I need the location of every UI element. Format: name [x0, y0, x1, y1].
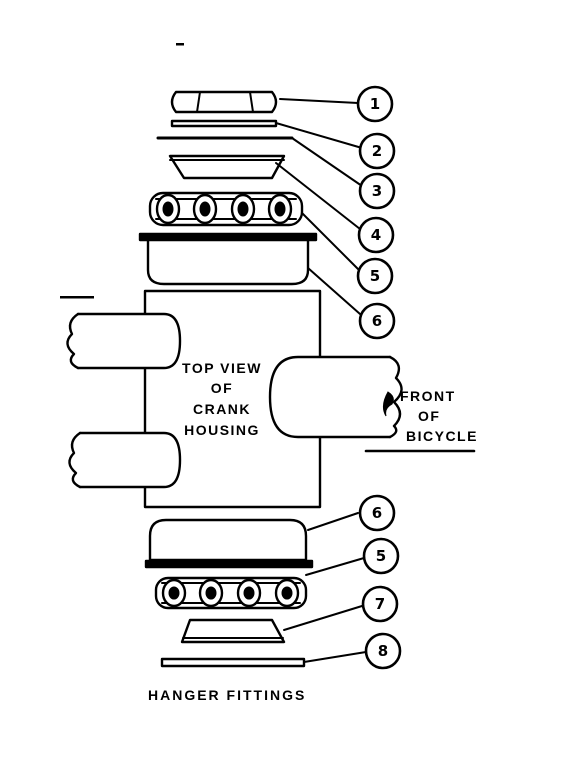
callout-5-upper-number: 5: [370, 267, 380, 285]
scan-speck: [176, 43, 184, 46]
housing-label-line4: HOUSING: [184, 422, 260, 438]
scan-speck: [60, 296, 94, 299]
diagram-caption: HANGER FITTINGS: [148, 687, 306, 703]
callout-3: 3: [358, 172, 396, 210]
callout-7: 7: [361, 585, 399, 623]
callout-1-number: 1: [370, 95, 380, 113]
washer: [170, 119, 278, 128]
callout-6-upper: 6: [358, 302, 396, 340]
callout-6-lower-number: 6: [372, 504, 382, 522]
housing-label-line1: TOP VIEW: [182, 360, 262, 376]
callout-8: 8: [364, 632, 402, 670]
bottom-washer: [160, 657, 306, 668]
callout-5-lower: 5: [362, 537, 400, 575]
crank-tube-lower-left: [68, 431, 182, 489]
callout-1: 1: [356, 85, 394, 123]
fixed-cone: [180, 618, 286, 644]
callout-6-upper-number: 6: [372, 312, 382, 330]
callout-2-number: 2: [372, 142, 382, 160]
callout-2: 2: [358, 132, 396, 170]
callout-5-lower-number: 5: [376, 547, 386, 565]
housing-label: TOP VIEW OF CRANK HOUSING: [182, 360, 262, 438]
front-label-line3: BICYCLE: [406, 428, 478, 444]
housing-label-line2: OF: [211, 380, 233, 396]
callout-3-number: 3: [372, 182, 382, 200]
frame-tube-right: [268, 355, 403, 439]
callout-8-number: 8: [378, 642, 388, 660]
callout-4: 4: [357, 216, 395, 254]
callout-4-number: 4: [371, 226, 381, 244]
front-label-line1: FRONT: [400, 388, 456, 404]
callout-5-upper: 5: [356, 257, 394, 295]
lock-nut: [170, 90, 278, 114]
front-of-bicycle-label: FRONT OF BICYCLE: [364, 388, 478, 453]
leader-lines: [275, 98, 367, 663]
callout-6-lower: 6: [358, 494, 396, 532]
crank-tube-upper-left: [66, 312, 182, 370]
ball-bearing-retainer-upper: [148, 191, 304, 227]
bearing-cup-lower: [144, 518, 314, 569]
bearing-cup-upper: [138, 232, 318, 286]
housing-label-line3: CRANK: [193, 401, 251, 417]
ball-bearing-retainer-lower: [154, 576, 308, 610]
adjustable-cone: [168, 154, 286, 180]
front-label-line2: OF: [418, 408, 440, 424]
callout-7-number: 7: [375, 595, 385, 613]
